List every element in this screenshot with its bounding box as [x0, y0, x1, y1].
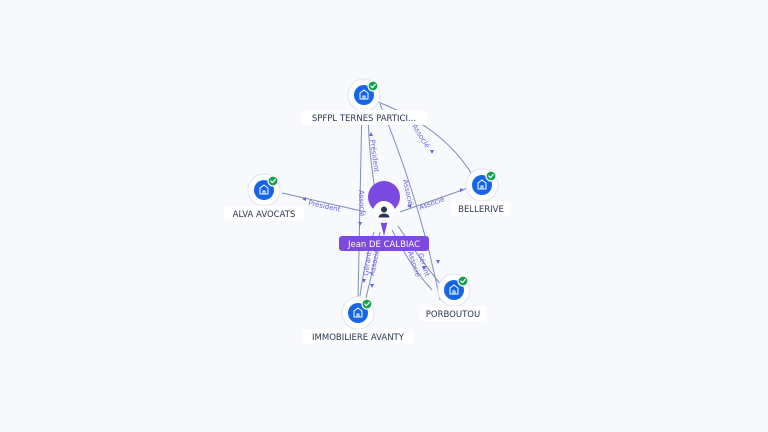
company-node-sfppl[interactable] [347, 78, 381, 112]
company-name: SPFPL TERNES PARTICI... [312, 114, 416, 124]
edge-arrows [302, 132, 464, 288]
company-node-alva[interactable] [247, 173, 281, 207]
company-node-bellerive[interactable] [465, 168, 499, 202]
arrow-head [362, 279, 366, 283]
arrow-head [436, 260, 440, 264]
person-node[interactable] [368, 181, 400, 236]
building-glyph [477, 179, 487, 190]
person-name: Jean DE CALBIAC [347, 240, 420, 250]
edge-label-sfppl-president: Président [368, 139, 381, 173]
edge-label-immobiliere-gerant: Gérant [362, 251, 373, 276]
building-glyph [353, 307, 363, 318]
verified-badge-icon [367, 80, 379, 92]
company-node-immobiliere[interactable] [341, 296, 375, 330]
edge-label-bellerive-associe: Associé [418, 195, 446, 212]
building-glyph [449, 284, 459, 295]
building-icon [348, 303, 368, 323]
edge-person-porboutou-gerant [397, 225, 443, 287]
arrow-head [370, 284, 374, 288]
check-icon [370, 83, 376, 89]
edge-label-sfppl-bellerive-associe: Associé [410, 123, 431, 150]
company-node-porboutou[interactable] [437, 273, 471, 307]
edge-label-alva-president: Président [308, 199, 342, 214]
edge-label-sfppl-porboutou-associe: Associé [401, 179, 414, 207]
building-icon [472, 175, 492, 195]
edge-sfppl-porboutou [379, 103, 441, 301]
company-label-porboutou[interactable]: PORBOUTOU [419, 306, 487, 321]
label-background [302, 329, 414, 344]
person-body-icon [378, 213, 390, 218]
building-icon [254, 180, 274, 200]
company-label-sfppl[interactable]: SPFPL TERNES PARTICI... [301, 110, 427, 125]
check-icon [364, 301, 370, 307]
company-label-bellerive[interactable]: BELLERIVE [451, 201, 511, 216]
edge-person-bellerive [399, 187, 469, 213]
check-icon [488, 173, 494, 179]
person-icon [381, 206, 387, 213]
label-background [451, 201, 511, 216]
edge-sfppl-immobiliere [357, 103, 363, 301]
check-icon [270, 178, 276, 184]
arrow-head [302, 197, 306, 201]
arrow-head [407, 204, 411, 208]
label-background [301, 110, 427, 125]
edge-person-alva [281, 192, 367, 213]
arrow-head [422, 266, 426, 270]
building-icon [354, 85, 374, 105]
label-background [224, 206, 304, 221]
verified-badge-icon [361, 298, 373, 310]
company-name: ALVA AVOCATS [233, 210, 296, 220]
arrow-head [369, 132, 373, 136]
company-name: BELLERIVE [458, 205, 504, 215]
building-glyph [359, 89, 369, 100]
person-label-background [339, 236, 429, 251]
company-name: IMMOBILIERE AVANTY [312, 333, 405, 343]
building-glyph [259, 184, 269, 195]
company-label-alva[interactable]: ALVA AVOCATS [224, 206, 304, 221]
person-label[interactable]: Jean DE CALBIAC [339, 236, 429, 251]
label-background [419, 306, 487, 321]
company-label-immobiliere[interactable]: IMMOBILIERE AVANTY [302, 329, 414, 344]
arrow-head [460, 188, 464, 192]
verified-badge-icon [485, 170, 497, 182]
building-icon [444, 280, 464, 300]
edge-label-sfppl-immobiliere-associe: Associé [357, 190, 366, 217]
arrow-head [430, 150, 434, 154]
verified-badge-icon [267, 175, 279, 187]
verified-badge-icon [457, 275, 469, 287]
check-icon [460, 278, 466, 284]
company-name: PORBOUTOU [426, 310, 480, 320]
arrow-head [358, 222, 362, 226]
